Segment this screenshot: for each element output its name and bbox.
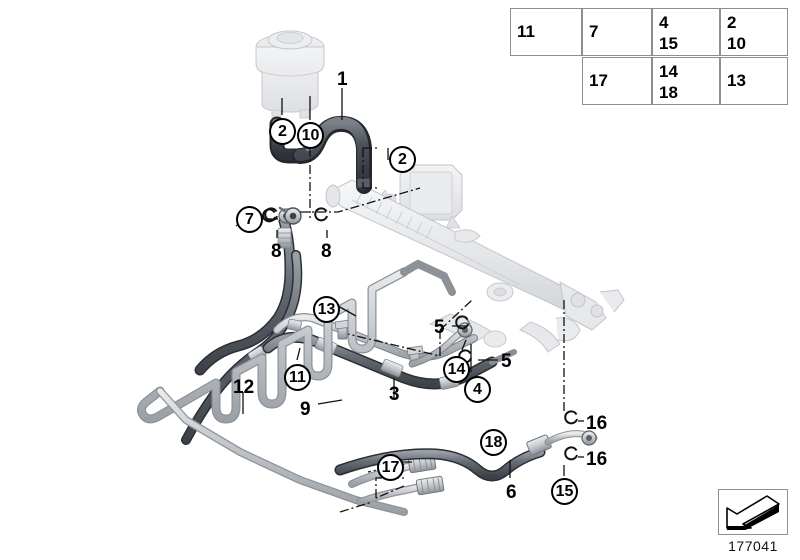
orientation-icon-box: [718, 489, 788, 535]
leader-14: [461, 339, 467, 351]
refline-pump: [300, 187, 421, 213]
legend-cell-11[interactable]: 11: [510, 8, 582, 56]
callout-14[interactable]: 14: [443, 356, 470, 383]
callout-4[interactable]: 4: [464, 376, 491, 403]
callout-17[interactable]: 17: [377, 454, 404, 481]
callout-10[interactable]: 10: [297, 122, 324, 149]
connector-glyph-16b: [564, 446, 578, 461]
fluid-reservoir-ghost: [255, 30, 325, 119]
legend-cell-4-number: 15: [659, 34, 678, 53]
legend-cell-17-number: 17: [589, 71, 608, 90]
callout-12[interactable]: 12: [233, 377, 255, 398]
connector-glyph-7: [262, 208, 276, 223]
callout-15[interactable]: 15: [551, 478, 578, 505]
legend-cell-14-number: 18: [659, 83, 678, 102]
leader-9: [317, 399, 343, 405]
callout-9[interactable]: 9: [300, 399, 311, 420]
legend-cell-7[interactable]: 7: [582, 8, 652, 56]
callout-16b[interactable]: 16: [586, 449, 608, 470]
callout-5a[interactable]: 5: [434, 317, 445, 338]
callout-3[interactable]: 3: [389, 384, 400, 405]
refline-rack-a: [347, 330, 441, 357]
legend-cell-7-number: 7: [589, 22, 599, 41]
legend-cell-13[interactable]: 13: [720, 57, 788, 105]
connector-glyph-16a: [564, 410, 578, 425]
refline-rack-b: [439, 299, 473, 331]
legend-cell-17[interactable]: 17: [582, 57, 652, 105]
callout-6[interactable]: 6: [506, 482, 517, 503]
callout-11[interactable]: 11: [284, 364, 311, 391]
pipe-clip: [334, 319, 352, 340]
leader-11: [296, 347, 301, 361]
legend-cell-14-number: 14: [659, 62, 678, 81]
callout-2a[interactable]: 2: [269, 118, 296, 145]
hose-part-6: [334, 430, 598, 482]
callout-1[interactable]: 1: [337, 69, 348, 90]
callout-8a[interactable]: 8: [271, 241, 282, 262]
legend-cell-13-number: 13: [727, 71, 746, 90]
banjo-fitting-part-7: [278, 206, 302, 225]
callout-5b[interactable]: 5: [501, 351, 512, 372]
legend-cell-11-number: 11: [517, 22, 535, 41]
direction-arrow-icon: [726, 495, 780, 530]
callout-2b[interactable]: 2: [389, 146, 416, 173]
callout-16a[interactable]: 16: [586, 413, 608, 434]
connector-glyph-5a: [455, 315, 469, 330]
legend-cell-4-number: 4: [659, 13, 669, 32]
callout-18[interactable]: 18: [480, 429, 507, 456]
leader-13: [337, 305, 357, 317]
connector-glyphs: [262, 207, 578, 461]
hose-part-11: [194, 208, 296, 376]
steering-gear-rack-ghost: [325, 179, 625, 353]
legend-cell-2-number: 2: [727, 13, 737, 32]
legend-cell-2-number: 10: [727, 34, 746, 53]
callout-8b[interactable]: 8: [321, 241, 332, 262]
diagram-id-number: 177041: [728, 538, 778, 554]
callout-13[interactable]: 13: [313, 296, 340, 323]
hose-coupling: [415, 475, 445, 496]
callout-7[interactable]: 7: [236, 206, 263, 233]
connector-glyph-8b: [314, 207, 328, 222]
